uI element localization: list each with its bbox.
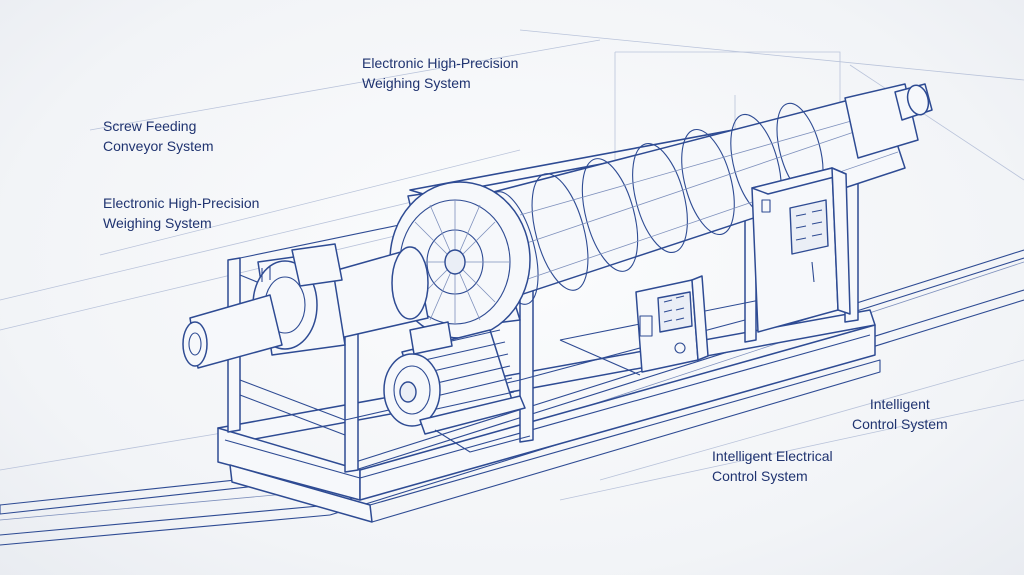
left-drive [182,243,429,369]
label-electrical-bottom: Intelligent Electrical Control System [712,446,833,486]
label-control-right-line1: Intelligent [869,396,930,412]
electric-motor [383,321,531,453]
base-frame [217,147,881,523]
label-control-right: Intelligent Control System [852,394,948,434]
label-screw-feeding: Screw Feeding Conveyor System [103,116,213,156]
label-screw-feeding-line1: Screw Feeding [103,118,197,134]
label-weighing-top: Electronic High-Precision Weighing Syste… [362,53,518,93]
label-weighing-left: Electronic High-Precision Weighing Syste… [103,193,259,233]
construction-lines [0,29,1024,501]
label-screw-feeding-line2: Conveyor System [103,138,214,154]
label-weighing-top-line1: Electronic High-Precision [362,55,519,71]
label-control-right-line2: Control System [852,416,948,432]
label-electrical-bottom-line1: Intelligent Electrical [712,448,833,464]
label-weighing-left-line1: Electronic High-Precision [103,195,260,211]
small-control-box [635,275,709,373]
label-weighing-left-line2: Weighing System [103,215,212,231]
electrical-cabinet [751,167,851,333]
label-weighing-top-line2: Weighing System [362,75,471,91]
label-electrical-bottom-line2: Control System [712,468,808,484]
